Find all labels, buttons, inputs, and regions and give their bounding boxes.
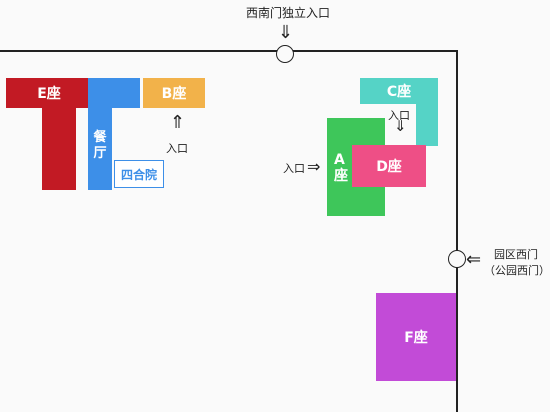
b-entrance-arrow: ⇑ bbox=[170, 112, 186, 133]
right-gate-label-line2: （公园西门） bbox=[484, 264, 550, 277]
top-gate-icon[interactable] bbox=[276, 45, 294, 63]
building-c[interactable]: C座 bbox=[360, 78, 438, 146]
building-siheyuan[interactable]: 四合院 bbox=[114, 160, 164, 188]
building-c-right bbox=[416, 78, 438, 146]
building-canteen-label: 餐 厅 bbox=[93, 130, 107, 161]
building-siheyuan-label: 四合院 bbox=[120, 167, 157, 182]
a-entrance-label: 入口 bbox=[283, 162, 305, 175]
canteen-top bbox=[88, 78, 140, 108]
top-gate-arrow: ⇓ bbox=[278, 22, 294, 43]
building-d[interactable]: D座 bbox=[352, 145, 426, 187]
right-gate-icon[interactable] bbox=[448, 250, 466, 268]
top-gate-label: 西南门独立入口 bbox=[246, 6, 331, 20]
right-wall bbox=[456, 50, 458, 412]
d-entrance-arrow: ⇓ bbox=[394, 117, 407, 135]
d-entrance-label: 入口 bbox=[388, 109, 410, 122]
building-f[interactable]: F座 bbox=[376, 293, 456, 381]
b-entrance-label: 入口 bbox=[166, 142, 188, 155]
building-c-label: C座 bbox=[386, 84, 412, 100]
building-e[interactable]: E座 bbox=[6, 78, 92, 190]
building-a-label: A 座 bbox=[334, 151, 348, 184]
building-e-label: E座 bbox=[37, 86, 61, 102]
top-wall bbox=[0, 50, 458, 52]
a-entrance-arrow: ⇒ bbox=[307, 157, 321, 176]
building-e-stem bbox=[42, 106, 76, 190]
building-e-top bbox=[6, 78, 92, 108]
right-gate-label-line1: 园区西门 bbox=[494, 248, 538, 261]
right-gate-arrow: ⇐ bbox=[466, 249, 482, 270]
building-canteen[interactable]: 餐 厅 bbox=[88, 78, 140, 190]
building-b[interactable]: B座 bbox=[143, 78, 205, 108]
